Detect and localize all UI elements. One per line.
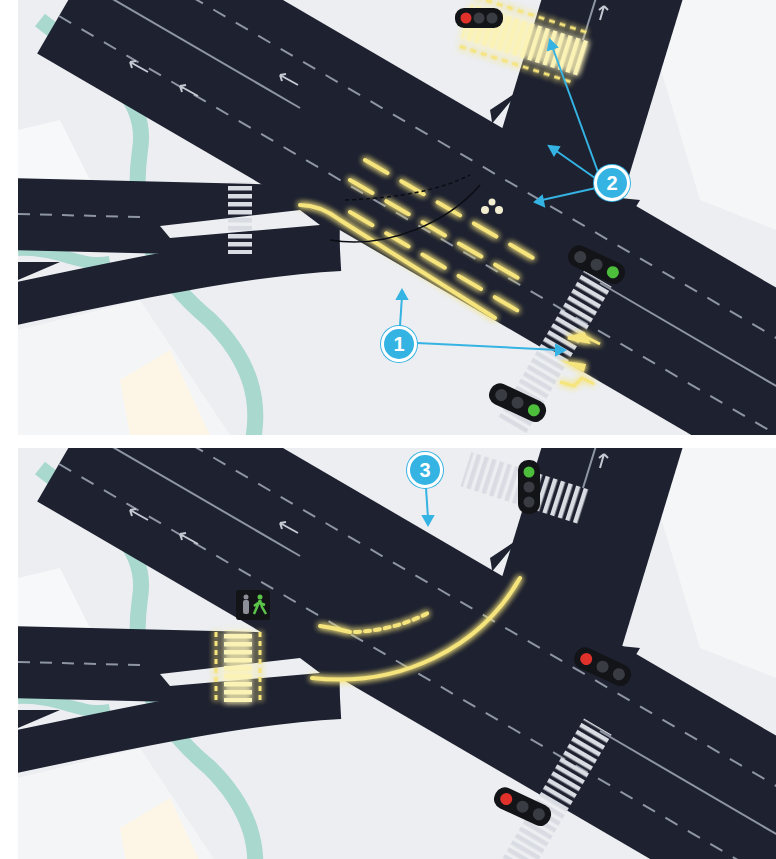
turn-path <box>330 185 480 242</box>
callout-number: 3 <box>407 452 443 488</box>
map-rect <box>236 590 270 620</box>
callout-number: 1 <box>381 326 417 362</box>
traffic-light <box>565 242 629 287</box>
map-path <box>312 578 520 680</box>
map-circle <box>524 497 535 508</box>
traffic-light <box>518 460 540 514</box>
callout-label: 1 <box>393 334 404 354</box>
map-rect <box>518 460 540 514</box>
map-circle <box>495 206 503 214</box>
highlighted-turn-lines <box>312 578 520 680</box>
map-path <box>397 290 407 299</box>
map-circle <box>461 13 472 24</box>
turn-path <box>345 175 470 200</box>
map-rect <box>460 4 589 76</box>
map-rect <box>228 182 252 254</box>
map-line <box>350 180 530 285</box>
callout-label: 3 <box>419 460 430 480</box>
map-circle <box>489 199 496 206</box>
map-circle <box>572 249 588 265</box>
panel-top <box>18 0 776 435</box>
map-rect <box>565 242 629 287</box>
map-path <box>423 516 433 525</box>
map-line <box>350 212 520 312</box>
map-path <box>556 345 565 355</box>
panel-bottom <box>10 368 776 859</box>
map-rect <box>486 380 550 425</box>
map-rect <box>498 719 611 859</box>
map-path <box>548 40 557 50</box>
road-map <box>18 0 776 435</box>
traffic-light <box>455 8 503 28</box>
map-line <box>215 632 218 700</box>
highlighted-lane-markings <box>300 160 540 318</box>
map-line <box>476 0 590 33</box>
map-circle <box>244 595 249 600</box>
map-circle <box>589 257 605 273</box>
map-circle <box>524 482 535 493</box>
traffic-light <box>571 644 635 689</box>
highlighted-lane-arrows <box>560 334 600 386</box>
map-rect <box>491 784 555 829</box>
map-rect <box>571 644 635 689</box>
map-rect <box>460 452 589 524</box>
map-path <box>300 205 495 318</box>
map-path <box>560 360 586 372</box>
traffic-light <box>486 380 550 425</box>
map-circle <box>611 666 627 682</box>
map-circle <box>498 791 514 807</box>
map-path <box>560 378 594 386</box>
highlighted-crosswalk <box>216 630 260 702</box>
map-line <box>400 296 402 326</box>
map-line <box>365 160 540 262</box>
map-circle <box>531 806 547 822</box>
map-circle <box>595 659 611 675</box>
callout-number: 2 <box>594 165 630 201</box>
map-path <box>254 600 266 614</box>
map-circle <box>515 799 531 815</box>
map-line <box>259 632 262 700</box>
map-line <box>555 150 595 178</box>
map-circle <box>481 206 489 214</box>
map-line <box>542 188 596 200</box>
map-circle <box>510 395 526 411</box>
crosswalk <box>228 182 252 254</box>
map-circle <box>258 595 263 600</box>
map-g <box>18 448 776 859</box>
map-circle <box>524 467 535 478</box>
traffic-light <box>491 784 555 829</box>
map-circle <box>493 387 509 403</box>
map-line <box>426 488 428 518</box>
map-path <box>355 613 428 632</box>
map-path <box>549 146 559 155</box>
map-path <box>320 626 350 632</box>
leader-lines <box>397 40 598 525</box>
map-rect <box>455 8 503 28</box>
map-circle <box>487 13 498 24</box>
pedestrian-signal <box>236 590 270 620</box>
crosswalk <box>460 452 589 524</box>
map-rect <box>243 600 249 614</box>
map-circle <box>526 402 542 418</box>
map-circle <box>474 13 485 24</box>
map-line <box>460 47 574 83</box>
map-rect <box>224 630 252 702</box>
road-map <box>18 448 776 859</box>
map-line <box>417 343 558 350</box>
crosswalk <box>498 719 611 859</box>
cyclist-symbol <box>481 199 503 215</box>
callout-label: 2 <box>606 173 617 193</box>
map-path <box>535 196 544 206</box>
map-circle <box>605 264 621 280</box>
map-circle <box>578 651 594 667</box>
map-path <box>568 334 600 344</box>
